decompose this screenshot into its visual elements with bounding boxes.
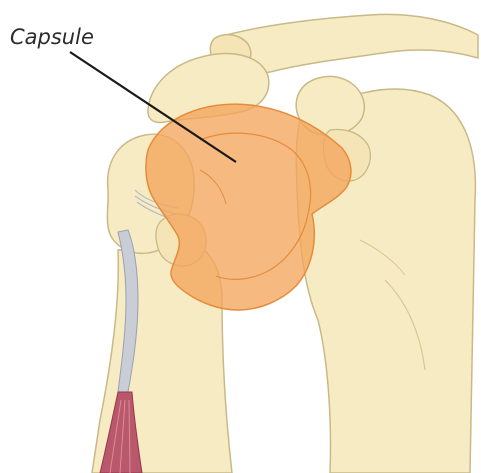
capsule-label: Capsule (10, 25, 94, 49)
